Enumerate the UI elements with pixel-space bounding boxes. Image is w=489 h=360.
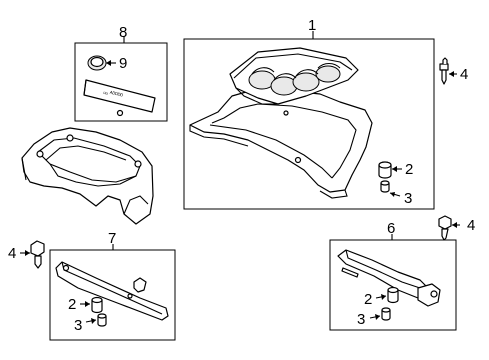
bolt-part-4-top — [439, 57, 449, 85]
callout-9: 9 — [119, 55, 127, 72]
callout-4-right: 4 — [467, 217, 475, 234]
callout-8: 8 — [119, 24, 127, 41]
callout-3-box6: 3 — [357, 311, 365, 328]
box-part-6 — [329, 239, 457, 331]
bracket-part-6 — [337, 249, 441, 307]
callout-3-box7: 3 — [74, 317, 82, 334]
callout-2-box6: 2 — [364, 291, 372, 308]
emblem-plate-part-8: ᵤᵤ ᴬᴰᴰᴰᴰ — [83, 79, 156, 117]
callout-7: 7 — [108, 230, 116, 247]
engine-cover-part-1 — [189, 47, 373, 199]
grommet-part-3-box7 — [97, 313, 107, 327]
cap-part-9 — [87, 55, 107, 71]
callout-1: 1 — [308, 17, 316, 34]
grommet-part-3-box1 — [380, 180, 390, 193]
grommet-part-3-box6 — [381, 307, 391, 321]
bolt-part-4-left — [30, 240, 45, 269]
box-part-8 — [74, 42, 168, 122]
callout-2-box7: 2 — [68, 296, 76, 313]
bolt-part-4-right — [438, 215, 452, 241]
callout-4-top: 4 — [460, 66, 468, 83]
callout-3-box1: 3 — [404, 190, 412, 207]
engine-cover-part-5 — [21, 127, 154, 225]
grommet-part-2-box7 — [91, 296, 103, 314]
callout-4-left: 4 — [8, 245, 16, 262]
grommet-part-2-box6 — [387, 286, 399, 304]
box-part-1 — [183, 38, 435, 210]
bracket-part-7 — [55, 261, 169, 321]
callout-6: 6 — [387, 220, 395, 237]
grommet-part-2-box1 — [378, 161, 392, 179]
callout-2-box1: 2 — [405, 161, 413, 178]
